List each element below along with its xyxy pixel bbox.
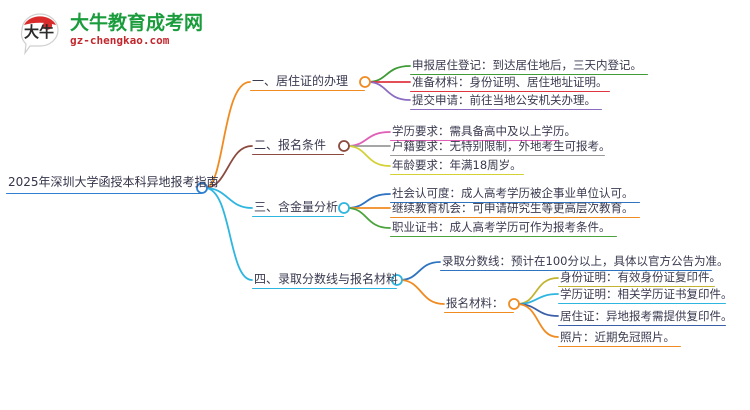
branch-3-child-1-underline: [390, 202, 640, 204]
branch-1-child-2[interactable]: 准备材料：身份证明、居住地址证明。: [412, 75, 608, 89]
branch-1-child-3-underline: [410, 109, 602, 111]
link-b3-c1: [346, 193, 391, 209]
branch-3-child-3-underline: [390, 236, 617, 238]
link-mat-c4: [516, 303, 559, 338]
branch-1-underline: [250, 90, 365, 92]
branch-3-child-2[interactable]: 继续教育机会：可申请研究生等更高层次教育。: [392, 201, 634, 215]
materials-child-4-underline: [558, 346, 681, 348]
link-mat-c1: [516, 277, 559, 305]
branch-4-child-1[interactable]: 录取分数线：预计在100分以上，具体以官方公告为准。: [442, 254, 729, 268]
branch-1-child-1[interactable]: 申报居住登记：到达居住地后，三天内登记。: [412, 58, 642, 72]
materials-child-1[interactable]: 身份证明：有效身份证复印件。: [560, 270, 721, 284]
materials-underline: [444, 312, 514, 314]
branch-2-underline: [252, 154, 344, 156]
materials-child-4[interactable]: 照片：近期免冠照片。: [560, 330, 675, 344]
branch-3-child-1[interactable]: 社会认可度：成人高考学历被企事业单位认可。: [392, 186, 634, 200]
branch-1-label[interactable]: 一、居住证的办理: [252, 74, 349, 88]
link-b1-c3: [367, 81, 411, 101]
dot-b2: [338, 140, 350, 152]
branch-3-child-2-underline: [390, 217, 640, 219]
link-root-b4: [204, 187, 253, 281]
daniu-bubble-icon: 大牛: [16, 10, 64, 56]
link-b4-c2: [399, 279, 445, 305]
dot-materials: [508, 298, 520, 310]
branch-3-label[interactable]: 三、含金量分析: [254, 200, 339, 214]
materials-child-2[interactable]: 学历证明：相关学历证书复印件。: [560, 287, 733, 301]
materials-child-3-underline: [558, 325, 726, 327]
link-mat-c3: [516, 303, 559, 317]
svg-text:大牛: 大牛: [24, 23, 54, 41]
branch-4-child-1-underline: [440, 270, 712, 272]
branch-2-child-2-underline: [390, 155, 605, 157]
link-b1-c1: [367, 65, 411, 83]
link-mat-c2: [516, 293, 559, 305]
link-b2-c1: [346, 131, 391, 147]
brand-name-cn: 大牛教育成考网: [70, 12, 204, 34]
branch-3-underline: [252, 216, 344, 218]
branch-3-child-3[interactable]: 职业证书：成人高考学历可作为报考条件。: [392, 220, 611, 234]
branch-4-underline: [252, 288, 397, 290]
branch-2-label[interactable]: 二、报名条件: [254, 138, 327, 152]
materials-child-3[interactable]: 居住证：异地报考需提供复印件。: [560, 309, 733, 323]
site-logo[interactable]: 大牛 大牛教育成考网 gz-chengkao.com: [16, 8, 216, 60]
branch-2-child-1-underline: [390, 140, 559, 142]
link-b2-c3: [346, 145, 391, 167]
link-root-b3: [204, 187, 253, 209]
materials-node[interactable]: 报名材料：: [446, 296, 504, 310]
dot-b3: [338, 202, 350, 214]
branch-4-label[interactable]: 四、录取分数线与报名材料: [254, 272, 399, 286]
branch-1-child-3[interactable]: 提交申请：前往当地公安机关办理。: [412, 93, 596, 107]
brand-name-en: gz-chengkao.com: [70, 34, 170, 47]
link-b4-c1: [399, 261, 441, 281]
dot-b1: [359, 76, 371, 88]
link-root-b1: [204, 81, 251, 189]
root-underline: [6, 193, 202, 195]
branch-2-child-3[interactable]: 年龄要求：年满18周岁。: [392, 158, 522, 172]
link-b3-c3: [346, 207, 391, 229]
branch-1-child-1-underline: [410, 74, 648, 76]
branch-2-child-1[interactable]: 学历要求：需具备高中及以上学历。: [392, 124, 576, 138]
brand-text: 大牛教育成考网 gz-chengkao.com: [70, 12, 220, 48]
materials-child-2-underline: [558, 303, 726, 305]
root-node[interactable]: 2025年深圳大学函授本科异地报考指南: [8, 175, 219, 189]
branch-1-child-2-underline: [410, 91, 610, 93]
materials-child-1-underline: [558, 286, 715, 288]
branch-2-child-2[interactable]: 户籍要求：无特别限制，外地考生可报考。: [392, 139, 611, 153]
branch-2-child-3-underline: [390, 174, 524, 176]
